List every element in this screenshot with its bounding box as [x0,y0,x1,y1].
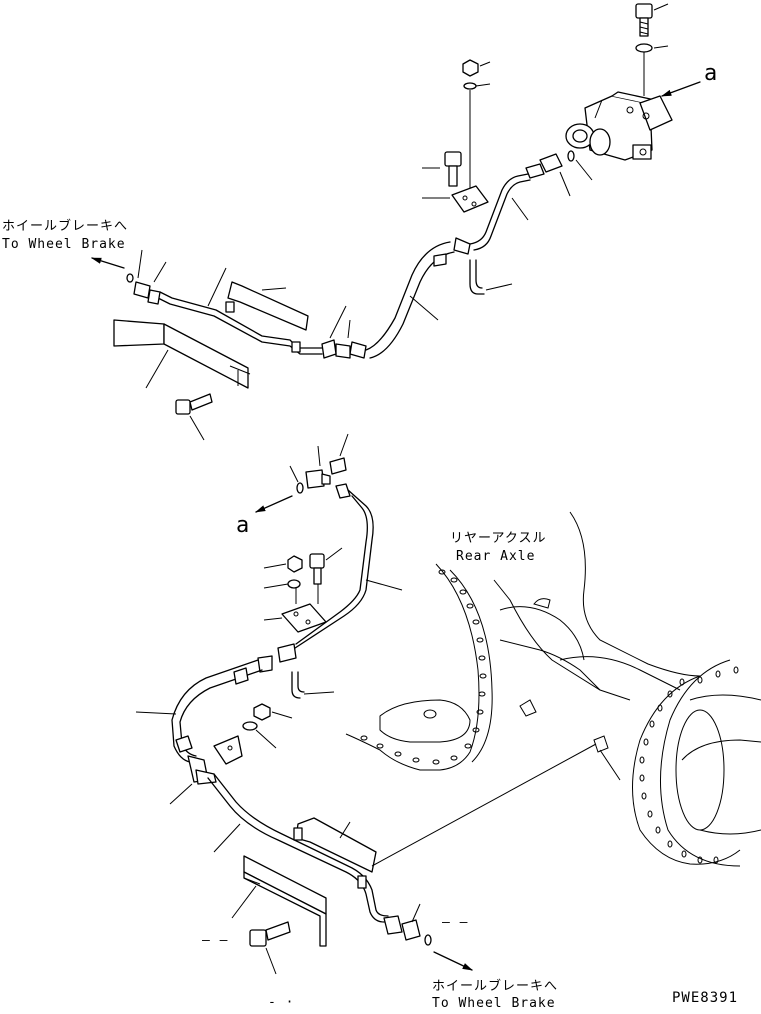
bottom-nut-washer-bolt [264,548,342,604]
j-clamp-top [470,260,512,294]
small-parts-cluster [290,434,348,493]
rear-axle-jp: リヤーアクスル [450,531,546,546]
mounting-plate-bottom [264,604,326,632]
bolt-bottom [250,922,290,974]
clip-block-top [226,282,308,352]
to-wheel-brake-en-top: To Wheel Brake [2,237,126,252]
axle-bolt-holes [361,570,486,764]
ref-a-bottom: a [236,513,249,538]
to-wheel-brake-jp-top: ホイールブレーキへ [2,218,128,234]
bracket-top [114,320,250,388]
to-wheel-brake-en-bottom: To Wheel Brake [432,996,556,1009]
top-nut-washer [463,60,490,200]
brake-valve-unit [566,92,672,160]
to-wheel-brake-jp-bottom: ホイールブレーキへ [432,978,558,994]
wheel-hub [633,660,761,866]
bottom-end-fittings [384,904,431,945]
drawing-code: PWE8391 [672,990,738,1006]
top-tube [470,174,530,250]
rear-axle-en: Rear Axle [456,549,535,564]
hose-fittings-top [322,306,366,358]
bolt-top-left [176,394,212,440]
mounting-plate-top [422,186,488,212]
left-end-fittings-top [127,250,166,304]
top-hose [366,238,470,358]
placeholder-label-right: – – [442,915,468,930]
rear-axle [346,512,761,866]
j-clamp-bottom [292,672,334,698]
bottom-nut-washer-2 [243,704,292,748]
ref-a-top: a [704,61,717,86]
placeholder-label-bottom: - · [268,995,294,1009]
top-bolt [636,4,668,96]
placeholder-label-left: – – [202,933,228,948]
plate-bolt [422,152,461,186]
valve-fittings [526,151,592,196]
